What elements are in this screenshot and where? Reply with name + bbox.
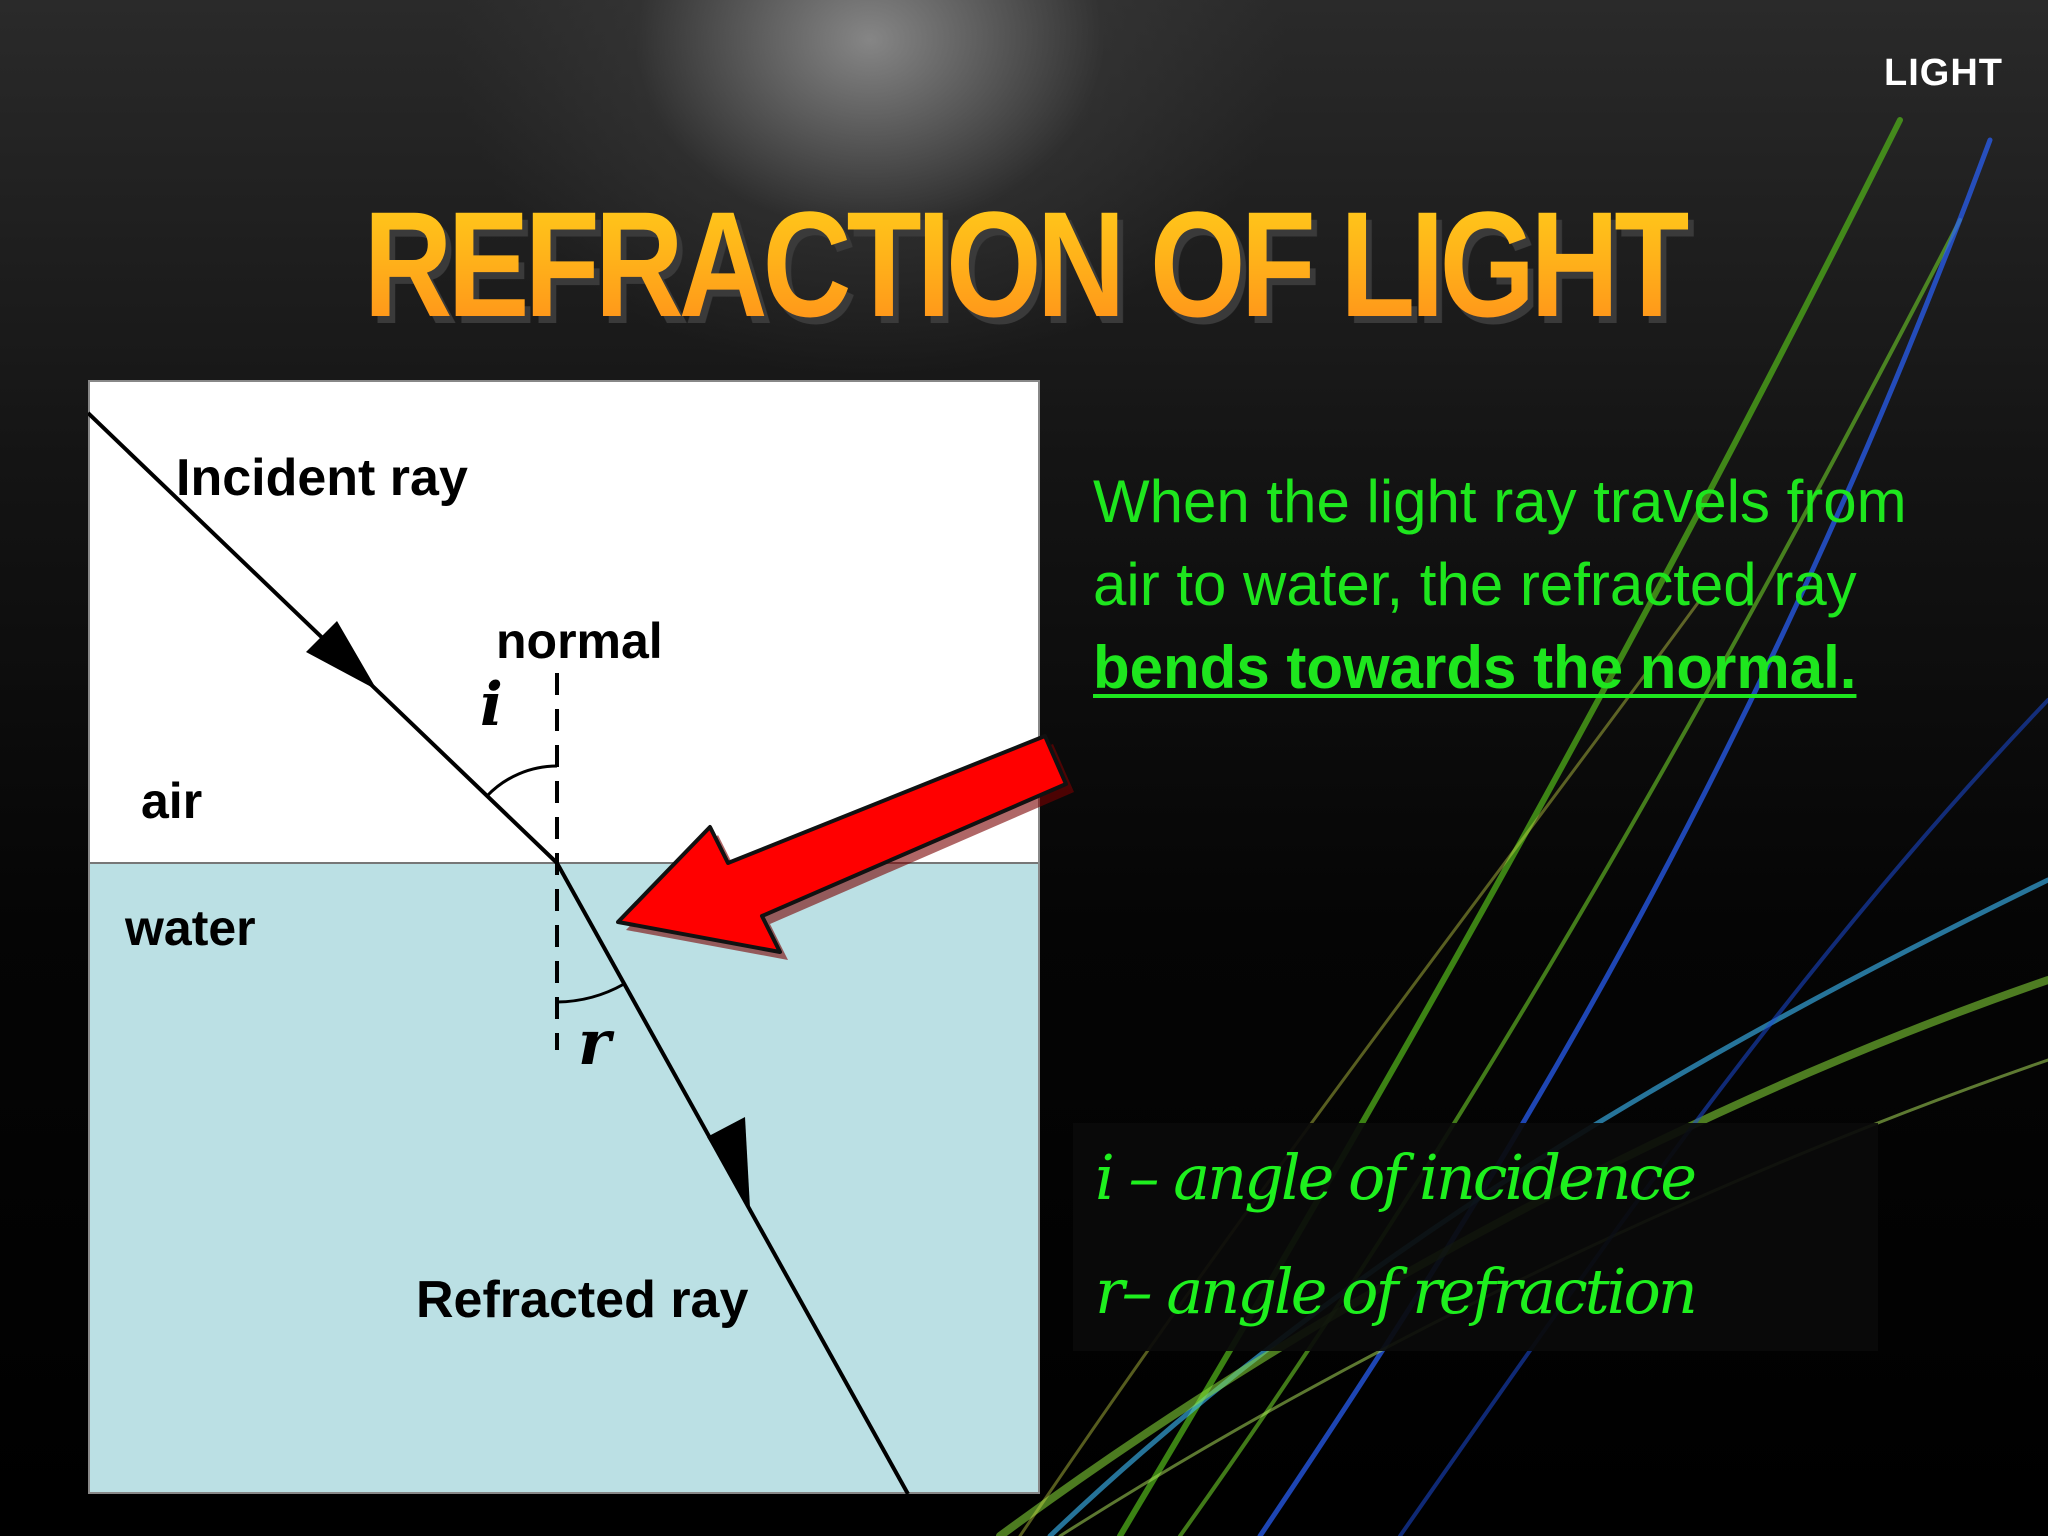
incident-arrowhead	[306, 621, 377, 690]
refraction-diagram: Incident ray normal i air water r Refrac…	[88, 380, 1040, 1494]
streak-blue-2	[1398, 698, 2048, 1536]
refracted-ray-label: Refracted ray	[416, 1271, 749, 1329]
explanation-text: When the light ray travels from air to w…	[1093, 460, 1953, 709]
angle-legend: i – angle of incidence r– angle of refra…	[1073, 1123, 1878, 1351]
legend-incidence: i – angle of incidence	[1095, 1141, 1697, 1214]
legend-row-incidence: i – angle of incidence	[1073, 1123, 1878, 1237]
streak-blue-1	[1257, 137, 1993, 1536]
slide-title: REFRACTION OF LIGHT	[184, 178, 1863, 351]
angle-r-arc	[556, 982, 625, 1004]
explanation-emphasis: bends towards the normal.	[1093, 634, 1857, 701]
angle-i-label: i	[480, 670, 503, 740]
angle-r-label: r	[578, 1006, 611, 1079]
incident-ray-label: Incident ray	[176, 449, 468, 507]
air-label: air	[141, 773, 203, 829]
angle-i-arc	[485, 764, 558, 798]
water-region	[88, 863, 1040, 1494]
streak-yellow	[1018, 598, 1702, 1536]
legend-refraction: r– angle of refraction	[1095, 1255, 1698, 1328]
explanation-main: When the light ray travels from air to w…	[1093, 468, 1907, 618]
refracted-arrowhead	[707, 1117, 750, 1208]
water-label: water	[125, 900, 256, 956]
normal-label: normal	[496, 613, 663, 669]
streak-green-1	[1117, 117, 1903, 1536]
streak-green-2	[1178, 218, 1962, 1536]
corner-section-label: LIGHT	[1884, 52, 2003, 94]
legend-row-refraction: r– angle of refraction	[1073, 1237, 1878, 1351]
refraction-diagram-svg	[88, 380, 1040, 1494]
